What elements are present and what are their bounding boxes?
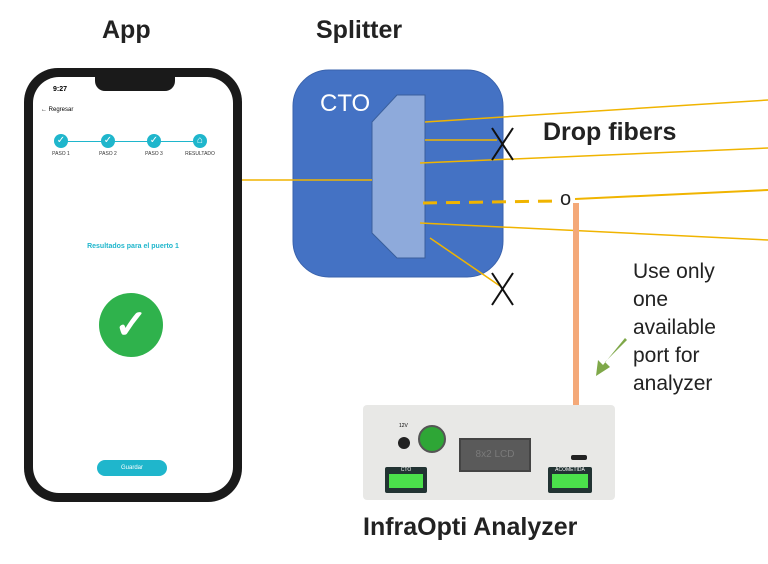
step-label: PASO 1 bbox=[52, 151, 70, 157]
usb-port bbox=[571, 455, 587, 460]
analyzer-note: Use only one available port for analyzer bbox=[633, 260, 716, 395]
port-marker: o bbox=[560, 188, 572, 210]
phone-screen: 9:27 ← Regresar ✓ ✓ ✓ ⌂ PASO 1 PASO 2 PA… bbox=[33, 77, 233, 493]
home-icon: ⌂ bbox=[193, 134, 207, 148]
drop-fiber-5 bbox=[419, 222, 768, 241]
notch bbox=[95, 77, 175, 91]
acometida-port-label: ACOMETIDA bbox=[555, 467, 585, 473]
power-button[interactable] bbox=[418, 425, 446, 453]
drop-fiber-1 bbox=[424, 99, 768, 123]
analyzer-cable bbox=[573, 203, 579, 455]
cto-port-label: CTO bbox=[400, 467, 412, 473]
success-check-icon: ✓ bbox=[99, 293, 163, 357]
status-time: 9:27 bbox=[53, 86, 68, 93]
drop-fiber-6-cut bbox=[429, 237, 501, 287]
check-icon: ✓ bbox=[147, 134, 161, 148]
power-jack bbox=[398, 437, 410, 449]
drop-fiber-4 bbox=[574, 189, 768, 200]
splitter-shape bbox=[371, 94, 426, 259]
drop-fiber-3 bbox=[419, 147, 768, 164]
app-heading: App bbox=[102, 16, 151, 44]
save-button[interactable]: Guardar bbox=[97, 460, 167, 476]
back-link[interactable]: ← Regresar bbox=[41, 107, 74, 113]
step-label: RESULTADO bbox=[185, 151, 215, 157]
step-label: PASO 3 bbox=[145, 151, 163, 157]
step-label: PASO 2 bbox=[99, 151, 117, 157]
power-label: 12V bbox=[399, 423, 408, 429]
stepper-line bbox=[61, 141, 203, 142]
splitter-heading: Splitter bbox=[316, 16, 403, 44]
analyzer-heading: InfraOpti Analyzer bbox=[363, 513, 578, 541]
lcd-display: 8x2 LCD bbox=[459, 438, 531, 472]
arrow-icon bbox=[596, 338, 627, 376]
check-icon: ✓ bbox=[54, 134, 68, 148]
check-icon: ✓ bbox=[101, 134, 115, 148]
infraopti-analyzer: 12V 8x2 LCD CTO ACOMETIDA bbox=[363, 405, 615, 500]
cto-label: CTO bbox=[320, 90, 371, 117]
drop-fibers-label: Drop fibers bbox=[543, 118, 677, 146]
acometida-port[interactable]: ACOMETIDA bbox=[548, 467, 592, 493]
cto-port[interactable]: CTO bbox=[385, 467, 427, 493]
result-text: Resultados para el puerto 1 bbox=[87, 243, 179, 250]
